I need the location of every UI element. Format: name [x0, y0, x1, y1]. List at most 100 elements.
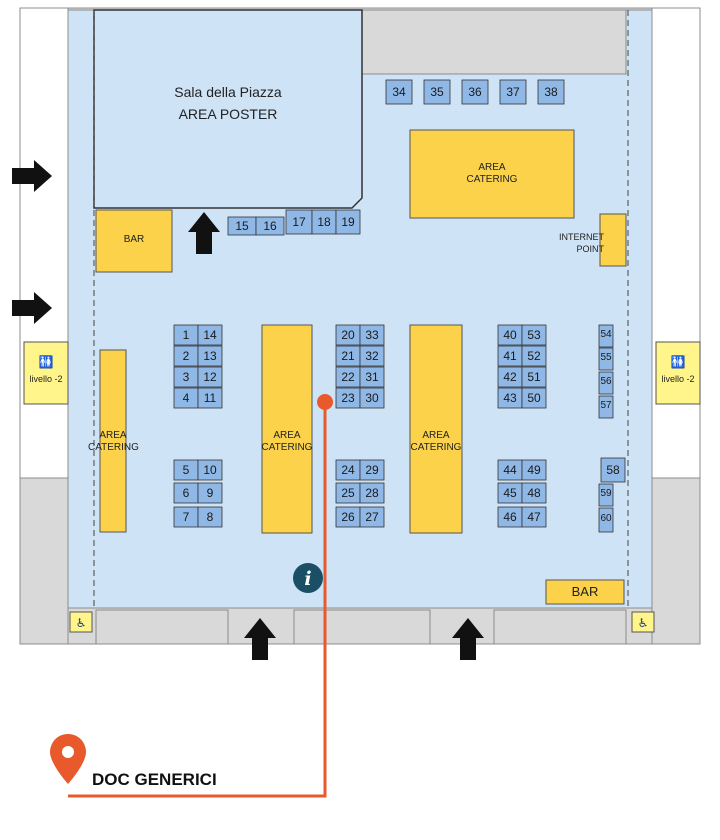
booth-number-17: 17	[292, 215, 306, 229]
booth-58	[600, 457, 626, 483]
route-line	[68, 402, 327, 798]
bottom-left-room	[19, 477, 69, 645]
booth-number-13: 13	[203, 349, 217, 363]
booth-19	[335, 209, 361, 235]
booth-number-22: 22	[341, 370, 355, 384]
booth-number-40: 40	[503, 328, 517, 342]
entrance-arrow-left-bottom	[12, 292, 52, 324]
wheelchair-icon-left: ♿	[76, 616, 87, 630]
booth-49	[521, 459, 547, 481]
booth-number-46: 46	[503, 510, 517, 524]
booth-number-23: 23	[341, 391, 355, 405]
booth-number-18: 18	[317, 215, 331, 229]
booth-54	[598, 324, 614, 348]
booth-number-37: 37	[506, 85, 520, 99]
booth-number-56: 56	[600, 376, 612, 387]
entrance-arrow-left-top	[12, 160, 52, 192]
internet-label: INTERNET	[559, 232, 604, 242]
hall-title: Sala della Piazza	[174, 84, 282, 100]
bar-right-label: BAR	[571, 584, 599, 599]
booth-number-47: 47	[527, 510, 541, 524]
booth-number-6: 6	[182, 486, 190, 500]
booth-11	[197, 387, 223, 409]
booth-number-25: 25	[341, 486, 355, 500]
booth-number-55: 55	[600, 352, 612, 363]
catering-top-area: AREA	[478, 162, 506, 173]
booth-30	[359, 387, 385, 409]
booth-number-28: 28	[365, 486, 379, 500]
booth-number-59: 59	[600, 488, 612, 499]
booth-number-48: 48	[527, 486, 541, 500]
booth-number-9: 9	[206, 486, 214, 500]
right-corridor	[651, 7, 701, 479]
livello-left-label: livello -2	[29, 374, 63, 384]
bar-left	[95, 209, 173, 273]
destination-label: DOC GENERICI	[92, 770, 217, 789]
left-corridor	[19, 7, 69, 479]
bottom-room-2	[293, 609, 431, 645]
booth-36	[461, 79, 489, 105]
booth-number-19: 19	[341, 215, 355, 229]
booth-number-21: 21	[341, 349, 355, 363]
booth-56	[598, 371, 614, 395]
hall-subtitle: AREA POSTER	[178, 106, 278, 122]
restroom-icon-left: 🚻	[39, 355, 54, 369]
booth-number-32: 32	[365, 349, 379, 363]
booth-number-14: 14	[203, 328, 217, 342]
booth-10	[197, 459, 223, 481]
catering-left	[99, 349, 127, 533]
catering-top-catering: CATERING	[466, 174, 518, 185]
booth-34	[385, 79, 413, 105]
catering-center-2	[409, 324, 463, 534]
booth-31	[359, 366, 385, 388]
bottom-right-room	[651, 477, 701, 645]
start-dot	[317, 394, 333, 410]
catering-center2-area: AREA	[422, 430, 450, 441]
booth-16	[255, 216, 285, 236]
booth-number-54: 54	[600, 329, 612, 340]
booth-35	[423, 79, 451, 105]
point-label: POINT	[576, 244, 604, 254]
booth-47	[521, 506, 547, 528]
booth-number-42: 42	[503, 370, 517, 384]
booth-52	[521, 345, 547, 367]
booth-number-7: 7	[182, 510, 190, 524]
booth-50	[521, 387, 547, 409]
booth-number-53: 53	[527, 328, 541, 342]
bar-right	[545, 579, 625, 605]
booth-57	[598, 395, 614, 419]
booth-number-2: 2	[182, 349, 190, 363]
booth-8	[197, 506, 223, 528]
booth-number-12: 12	[203, 370, 217, 384]
booth-number-51: 51	[527, 370, 541, 384]
booth-number-4: 4	[182, 391, 190, 405]
booth-27	[359, 506, 385, 528]
booth-layer	[173, 79, 626, 533]
booth-28	[359, 482, 385, 504]
booth-53	[521, 324, 547, 346]
catering-center2-catering: CATERING	[410, 442, 462, 453]
wheelchair-icon-right: ♿	[638, 616, 649, 630]
catering-top	[409, 129, 575, 219]
accessible-box-right	[631, 611, 655, 633]
booth-12	[197, 366, 223, 388]
entrance-arrow-bottom-right	[452, 618, 484, 660]
bottom-room-1	[95, 609, 229, 645]
booth-number-50: 50	[527, 391, 541, 405]
svg-text:i: i	[304, 568, 311, 590]
booth-number-49: 49	[527, 463, 541, 477]
booth-number-58: 58	[606, 463, 620, 477]
booth-number-3: 3	[182, 370, 190, 384]
booth-number-35: 35	[430, 85, 444, 99]
service-room	[361, 9, 627, 75]
booth-number-30: 30	[365, 391, 379, 405]
booth-number-45: 45	[503, 486, 517, 500]
restroom-icon-right: 🚻	[671, 355, 686, 369]
catering-center1-area: AREA	[273, 430, 301, 441]
booth-number-8: 8	[206, 510, 214, 524]
stairs-right	[655, 341, 701, 405]
booth-60	[598, 507, 614, 533]
booth-55	[598, 347, 614, 371]
